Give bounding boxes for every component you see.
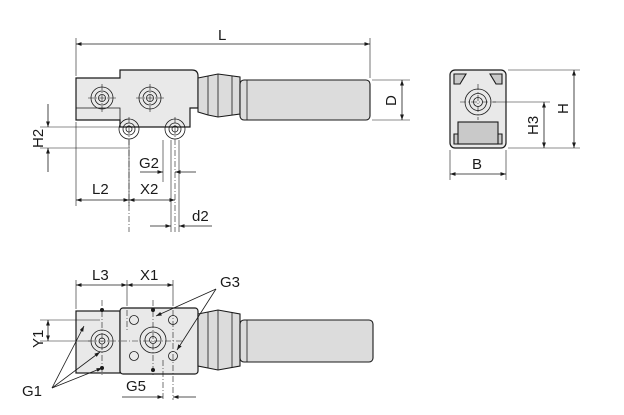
dimension-label-H2: H2	[30, 129, 47, 148]
dimension-label-G2: G2	[139, 155, 159, 172]
dimension-label-B: B	[472, 156, 482, 173]
dimension-label-L3: L3	[92, 267, 109, 284]
top-view-shaft	[239, 319, 374, 363]
dimension-label-D: D	[383, 95, 400, 106]
dimension-label-G3: G3	[220, 274, 240, 291]
dimension-label-H: H	[555, 103, 572, 114]
side-view: L D H2 L2 X2 G2 d2	[30, 27, 410, 232]
side-view-shaft	[239, 79, 371, 121]
top-view: L3 X1 Y1 G3 G1 G5	[22, 267, 374, 400]
end-view: H H3 B	[449, 69, 580, 180]
dimension-label-X1: X1	[140, 267, 158, 284]
dimension-label-Y1: Y1	[30, 330, 47, 348]
side-view-neck	[197, 73, 241, 118]
top-view-dowel-dots	[100, 308, 155, 372]
dimension-label-L: L	[218, 27, 226, 44]
dimension-label-G1: G1	[22, 383, 42, 400]
dimension-label-G5: G5	[126, 378, 146, 395]
top-view-neck	[197, 309, 241, 371]
side-view-body	[75, 69, 199, 128]
dimension-label-d2: d2	[192, 208, 209, 225]
dimension-label-X2: X2	[140, 181, 158, 198]
dimension-label-H3: H3	[525, 116, 542, 135]
dimension-label-L2: L2	[92, 181, 109, 198]
